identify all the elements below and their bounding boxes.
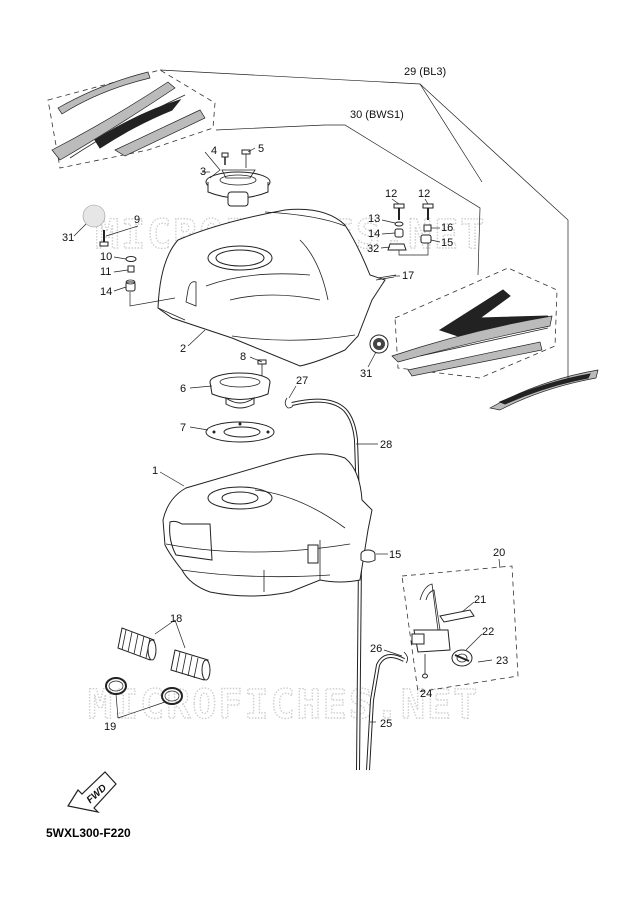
- hose-part-18-left[interactable]: [117, 627, 157, 661]
- emblem-part-31-right[interactable]: [369, 334, 389, 354]
- label-part-1: 1: [152, 465, 158, 477]
- gasket-part-7[interactable]: [205, 421, 275, 443]
- clamp-part-19-right[interactable]: [161, 687, 183, 705]
- label-part-13: 13: [368, 213, 380, 225]
- label-part-31-right: 31: [360, 368, 372, 380]
- decal-29-top[interactable]: [47, 69, 216, 169]
- label-part-31-left: 31: [62, 232, 74, 244]
- label-part-6: 6: [180, 383, 186, 395]
- watermark-bottom: MICROFICHES.NET: [88, 682, 479, 728]
- label-part-7: 7: [180, 422, 186, 434]
- gasket-part-21[interactable]: [439, 609, 475, 623]
- label-part-14-right: 14: [368, 228, 380, 240]
- label-part-11: 11: [100, 266, 111, 278]
- grommet-part-15-top[interactable]: [420, 234, 432, 244]
- collar-part-13[interactable]: [394, 221, 404, 227]
- screw-part-4[interactable]: [221, 152, 229, 165]
- washer-part-32[interactable]: [387, 243, 407, 251]
- label-part-22: 22: [482, 626, 494, 638]
- hose-part-18-right[interactable]: [170, 649, 211, 681]
- label-part-17: 17: [402, 270, 414, 282]
- label-part-5: 5: [258, 143, 264, 155]
- label-part-15-top: 15: [441, 237, 453, 249]
- label-part-3: 3: [200, 166, 206, 178]
- label-part-25: 25: [380, 718, 392, 730]
- fuel-cap-assembly-part-3[interactable]: [205, 169, 271, 207]
- label-part-27: 27: [296, 375, 308, 387]
- label-part-15-bottom: 15: [389, 549, 401, 561]
- label-part-23: 23: [496, 655, 508, 667]
- label-part-21: 21: [474, 594, 486, 606]
- grommet-part-15-bottom[interactable]: [360, 549, 376, 563]
- label-part-29: 29 (BL3): [404, 66, 446, 78]
- label-part-26: 26: [370, 643, 382, 655]
- label-part-20: 20: [493, 547, 505, 559]
- diagram-code: 5WXL300-F220: [46, 826, 131, 840]
- emblem-part-31-left[interactable]: [82, 204, 106, 228]
- part-labels: 1 2 3 4 5 6 7 8 9 10 11 14 12 12 13 14 3…: [62, 66, 508, 733]
- filter-part-24[interactable]: [422, 654, 428, 679]
- decal-29-bottom[interactable]: [489, 369, 599, 411]
- bolt-part-5[interactable]: [241, 149, 251, 168]
- filler-neck-part-6[interactable]: [209, 372, 271, 409]
- label-part-18: 18: [170, 613, 182, 625]
- label-part-4: 4: [211, 145, 217, 157]
- screw-part-17[interactable]: [375, 274, 397, 281]
- label-part-12-right: 12: [418, 188, 430, 200]
- screw-part-9[interactable]: [99, 230, 109, 247]
- label-part-16: 16: [441, 222, 453, 234]
- collar-part-10[interactable]: [125, 256, 137, 262]
- fuel-cock-assembly-part-20[interactable]: [401, 565, 519, 693]
- washer-part-11[interactable]: [127, 265, 135, 273]
- grommet-part-14-left[interactable]: [125, 279, 136, 292]
- fuel-tank-part-1[interactable]: [162, 453, 373, 597]
- label-part-14-left: 14: [100, 286, 112, 298]
- label-part-2: 2: [180, 343, 186, 355]
- tank-cover-part-2[interactable]: [157, 208, 386, 367]
- label-part-32: 32: [367, 243, 379, 255]
- lever-knob-part-22[interactable]: [451, 649, 473, 667]
- label-part-9: 9: [134, 214, 140, 226]
- collar-part-16[interactable]: [423, 224, 432, 232]
- screw-part-23[interactable]: [477, 659, 493, 663]
- clip-part-26[interactable]: [403, 651, 408, 664]
- grommet-part-14-right[interactable]: [394, 228, 404, 238]
- forward-direction-arrow: FWD: [67, 771, 117, 813]
- label-part-30: 30 (BWS1): [350, 109, 404, 121]
- label-part-28: 28: [380, 439, 392, 451]
- breather-hose-part-28[interactable]: [291, 398, 363, 771]
- label-part-10: 10: [100, 251, 112, 263]
- fuel-hose-part-25[interactable]: [366, 654, 405, 771]
- label-part-24: 24: [420, 688, 432, 700]
- label-part-8: 8: [240, 351, 246, 363]
- decal-30[interactable]: [391, 267, 558, 379]
- label-part-12-left: 12: [385, 188, 397, 200]
- label-part-19: 19: [104, 721, 116, 733]
